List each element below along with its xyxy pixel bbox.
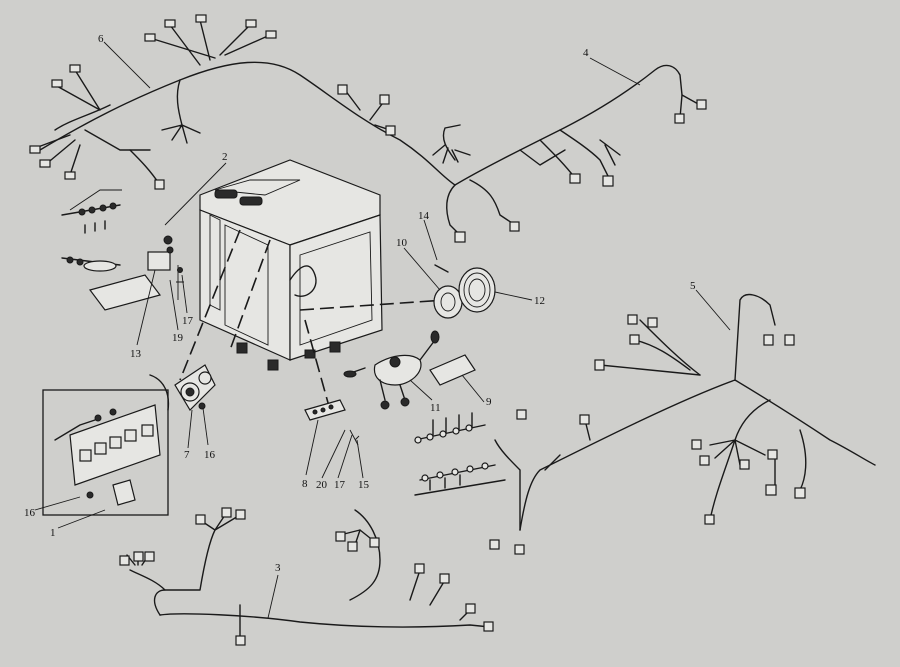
callout-13: 13 bbox=[130, 348, 142, 360]
callout-9: 9 bbox=[486, 396, 492, 408]
callout-3: 3 bbox=[275, 562, 281, 574]
callout-17-upper: 17 bbox=[182, 315, 194, 327]
switch-panel-1 bbox=[42, 389, 169, 516]
left-small-parts bbox=[61, 189, 184, 311]
harness-4 bbox=[432, 64, 707, 243]
callout-20: 20 bbox=[316, 479, 328, 491]
connector-bank bbox=[414, 412, 506, 496]
callout-16-right: 16 bbox=[204, 449, 216, 461]
harness-6 bbox=[29, 14, 456, 190]
assembly-lines bbox=[179, 229, 446, 411]
callout-4: 4 bbox=[583, 47, 589, 59]
callout-14: 14 bbox=[418, 210, 430, 222]
callout-8: 8 bbox=[302, 478, 308, 490]
callout-2: 2 bbox=[222, 151, 228, 163]
callout-7: 7 bbox=[184, 449, 190, 461]
callout-16-left: 16 bbox=[24, 507, 36, 519]
callout-6: 6 bbox=[98, 33, 104, 45]
switch-bar-8 bbox=[304, 399, 360, 446]
harness-5 bbox=[489, 293, 876, 555]
cab-assembly bbox=[199, 159, 383, 371]
callout-1: 1 bbox=[50, 527, 56, 539]
callout-11: 11 bbox=[430, 402, 441, 414]
callout-15: 15 bbox=[358, 479, 370, 491]
heater-parts bbox=[343, 264, 496, 410]
callout-10: 10 bbox=[396, 237, 408, 249]
callout-19: 19 bbox=[172, 332, 184, 344]
callout-labels: 1 2 3 4 5 6 7 8 9 10 11 12 13 14 15 16 1… bbox=[24, 33, 696, 574]
gauge-cluster-7 bbox=[149, 364, 216, 411]
callout-17-lower: 17 bbox=[334, 479, 346, 491]
callout-12: 12 bbox=[534, 295, 545, 307]
leader-lines bbox=[34, 41, 731, 619]
harness-3 bbox=[119, 507, 494, 646]
callout-5: 5 bbox=[690, 280, 696, 292]
